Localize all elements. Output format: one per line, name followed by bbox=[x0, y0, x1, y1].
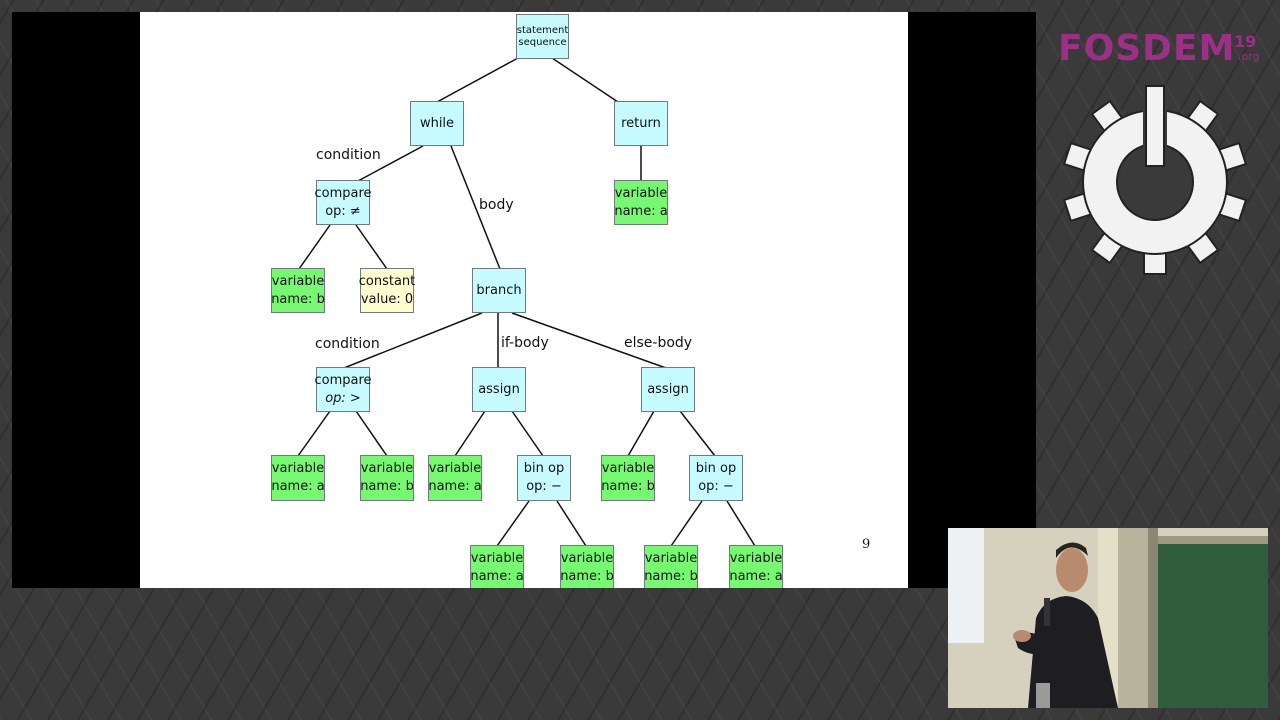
edge-assign2-binop bbox=[679, 410, 716, 457]
node-variable-b-binop-else: variable name: b bbox=[644, 545, 698, 588]
node-compare-not-equal: compare op: ≠ bbox=[314, 180, 372, 225]
node-variable-b-compare: variable name: b bbox=[360, 455, 414, 501]
edge-binop1-var-a bbox=[496, 500, 530, 547]
edge-compare-var bbox=[298, 224, 331, 270]
node-while: while bbox=[410, 101, 464, 146]
speaker-video-image bbox=[948, 528, 1268, 708]
edge-while-compare bbox=[357, 145, 424, 182]
node-variable-a-return: variable name: a bbox=[614, 180, 668, 225]
fosdem-tld: .org bbox=[1238, 50, 1260, 63]
node-return: return bbox=[614, 101, 668, 146]
edge-stmt-return bbox=[551, 57, 619, 103]
edge-label-condition-while: condition bbox=[316, 147, 381, 163]
node-variable-b-binop-if: variable name: b bbox=[560, 545, 614, 588]
speaker-camera-feed bbox=[948, 528, 1268, 708]
node-branch: branch bbox=[472, 268, 526, 313]
node-variable-a-compare: variable name: a bbox=[271, 455, 325, 501]
edge-compare2-var-b bbox=[355, 410, 388, 457]
tree-edges bbox=[297, 57, 756, 547]
presentation-slide: statement sequence while return variable… bbox=[140, 12, 908, 588]
edge-compare2-var-a bbox=[297, 410, 331, 457]
edge-branch-compare bbox=[343, 312, 483, 369]
node-assign-else: assign bbox=[641, 367, 695, 412]
edge-assign1-binop bbox=[511, 410, 544, 457]
gear-power-icon bbox=[1062, 85, 1248, 275]
node-variable-a-assign-if: variable name: a bbox=[428, 455, 482, 501]
edge-branch-assign2 bbox=[511, 312, 667, 369]
edge-assign2-var-b bbox=[627, 410, 655, 457]
fosdem-logo: FOSDEM bbox=[1058, 28, 1236, 69]
edge-label-else-body: else-body bbox=[624, 335, 693, 351]
node-binop-else: bin op op: − bbox=[689, 455, 743, 501]
edge-label-if-body: if-body bbox=[501, 335, 549, 351]
edge-binop2-var-a bbox=[726, 500, 756, 547]
node-compare-greater: compare op: > bbox=[314, 367, 372, 412]
node-variable-b-assign-else: variable name: b bbox=[601, 455, 655, 501]
node-constant-zero: constant value: 0 bbox=[359, 268, 415, 313]
edge-stmt-while bbox=[436, 57, 519, 103]
fosdem-year: 19 bbox=[1234, 32, 1257, 51]
node-variable-b: variable name: b bbox=[271, 268, 325, 313]
edge-label-body: body bbox=[479, 197, 514, 213]
edge-binop2-var-b bbox=[670, 500, 703, 547]
node-binop-if: bin op op: − bbox=[517, 455, 571, 501]
edge-label-condition-branch: condition bbox=[315, 336, 380, 352]
edge-while-branch bbox=[450, 145, 501, 270]
edge-assign1-var-a bbox=[454, 410, 486, 457]
node-variable-a-binop-if: variable name: a bbox=[470, 545, 524, 588]
node-assign-if: assign bbox=[472, 367, 526, 412]
edge-binop1-var-b bbox=[556, 500, 587, 547]
node-variable-a-binop-else: variable name: a bbox=[729, 545, 783, 588]
slide-page-number: 9 bbox=[862, 537, 871, 552]
edge-compare-const bbox=[355, 224, 388, 270]
node-statement-sequence: statement sequence bbox=[516, 14, 569, 59]
